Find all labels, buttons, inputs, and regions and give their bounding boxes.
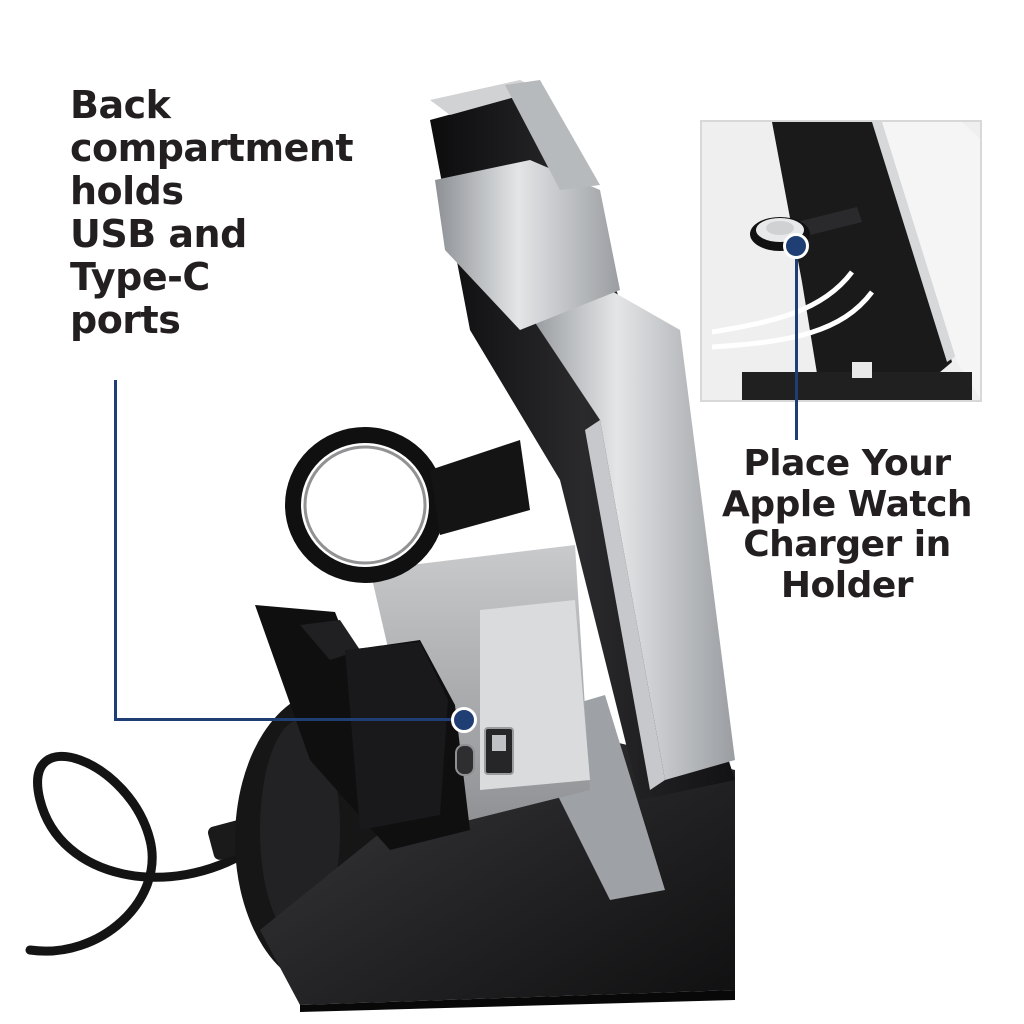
right-callout-line: Holder: [780, 565, 914, 607]
left-callout-line: Back: [70, 83, 171, 127]
left-callout-line: compartment: [70, 125, 354, 170]
usb-c-port: [455, 744, 475, 776]
left-callout-text: Back compartment holds USB and Type-C po…: [70, 84, 370, 342]
top-cap: [435, 160, 620, 330]
left-callout-line: USB and: [70, 211, 247, 256]
right-callout-line: Apple Watch: [721, 483, 973, 525]
right-callout-line: Charger in: [743, 524, 951, 566]
left-callout-line: Type-C: [70, 254, 210, 299]
watch-ring-holder: [285, 427, 445, 583]
left-callout-leader-vertical: [114, 380, 117, 720]
left-callout-leader-horizontal: [114, 718, 459, 721]
inset-detail-photo: [700, 120, 982, 402]
right-callout-line: Place Your: [743, 443, 951, 484]
usb-cable: [25, 752, 255, 956]
right-callout-leader-vertical: [795, 245, 798, 440]
right-callout-dot: [783, 233, 809, 259]
right-callout-text: Place Your Apple Watch Charger in Holder: [712, 443, 982, 607]
left-callout-dot: [451, 707, 477, 733]
inset-illustration: [702, 122, 980, 400]
left-callout-line: ports: [70, 297, 181, 342]
phone-plate: [520, 290, 735, 780]
left-callout-line: holds: [70, 168, 184, 213]
